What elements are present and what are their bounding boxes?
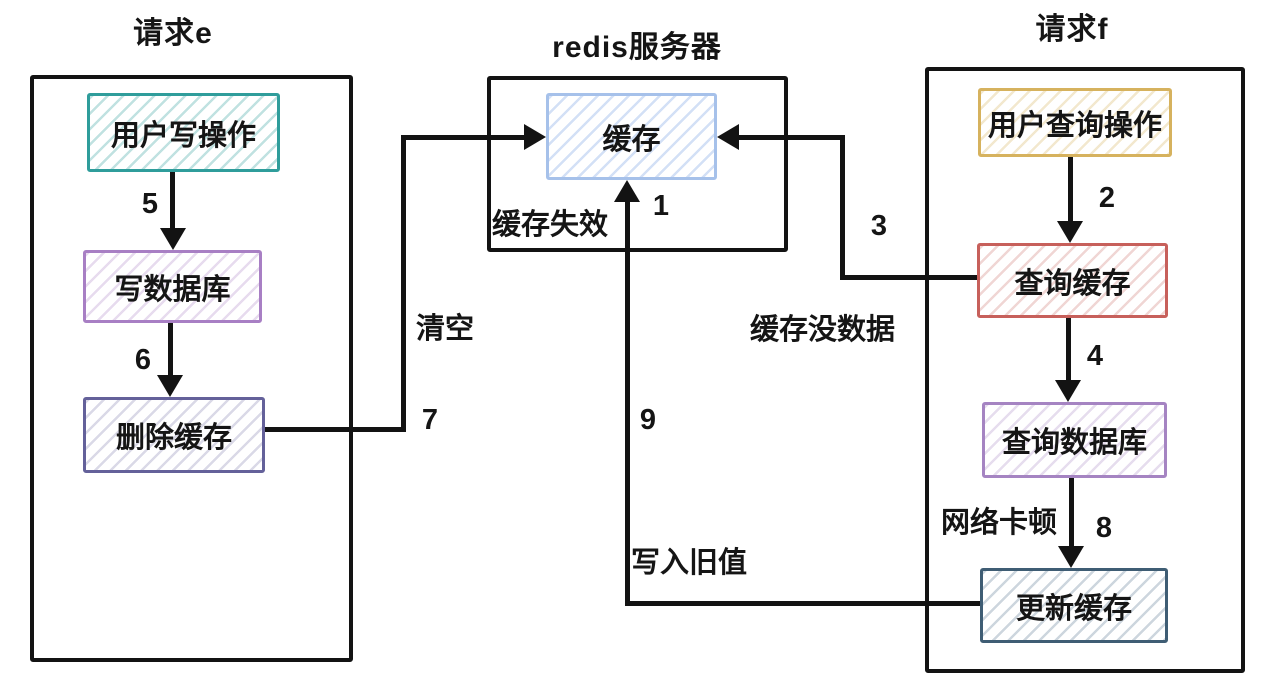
edge-number-6: 6 bbox=[134, 344, 152, 376]
update-cache-label: 更新缓存 bbox=[1015, 592, 1132, 625]
edge-2-arrowhead-icon bbox=[1057, 221, 1083, 243]
edge-9-arrowhead-icon bbox=[614, 180, 640, 202]
edge-6-shaft bbox=[168, 323, 173, 375]
edge-8-shaft bbox=[1069, 478, 1074, 546]
edge-3-top-segment bbox=[739, 135, 842, 140]
user-write-node: 用户写操作 bbox=[87, 93, 280, 172]
edge-3-arrowhead-icon bbox=[717, 124, 739, 150]
user-write-label: 用户写操作 bbox=[110, 119, 256, 152]
edge-7-vertical-segment bbox=[401, 135, 406, 432]
user-query-label: 用户查询操作 bbox=[987, 109, 1162, 142]
user-query-node: 用户查询操作 bbox=[978, 88, 1172, 157]
write-old-value-label: 写入旧值 bbox=[631, 547, 748, 579]
edge-number-8: 8 bbox=[1095, 512, 1113, 544]
delete-cache-label: 删除缓存 bbox=[115, 422, 232, 454]
query-cache-label: 查询缓存 bbox=[1014, 267, 1131, 300]
edge-number-3: 3 bbox=[870, 210, 888, 242]
edge-4-shaft bbox=[1066, 318, 1071, 380]
request-f-container bbox=[925, 67, 1245, 673]
edge-number-7: 7 bbox=[421, 404, 439, 436]
right-group-title: 请求f bbox=[1035, 13, 1109, 46]
edge-number-9: 9 bbox=[639, 404, 657, 436]
query-db-node: 查询数据库 bbox=[982, 402, 1167, 478]
query-db-label: 查询数据库 bbox=[1001, 427, 1147, 459]
request-e-container bbox=[30, 75, 353, 662]
edge-2-shaft bbox=[1068, 157, 1073, 223]
edge-6-arrowhead-icon bbox=[157, 375, 183, 397]
left-group-title: 请求e bbox=[133, 17, 213, 50]
write-db-label: 写数据库 bbox=[114, 273, 231, 306]
update-cache-node: 更新缓存 bbox=[980, 568, 1168, 643]
middle-group-title: redis服务器 bbox=[552, 31, 722, 64]
query-cache-node: 查询缓存 bbox=[977, 243, 1168, 318]
edge-7-arrowhead-icon bbox=[524, 124, 546, 150]
delete-cache-node: 删除缓存 bbox=[83, 397, 265, 473]
network-lag-label: 网络卡顿 bbox=[941, 507, 1058, 539]
edge-8-arrowhead-icon bbox=[1058, 546, 1084, 568]
edge-4-arrowhead-icon bbox=[1055, 380, 1081, 402]
edge-number-4: 4 bbox=[1086, 340, 1104, 372]
edge-7-top-segment bbox=[406, 135, 527, 140]
edge-number-1: 1 bbox=[652, 190, 670, 222]
edge-5-arrowhead-icon bbox=[160, 228, 186, 250]
edge-9-vertical-segment bbox=[625, 200, 630, 606]
cache-no-data-label: 缓存没数据 bbox=[750, 314, 896, 346]
write-db-node: 写数据库 bbox=[83, 250, 262, 323]
edge-5-shaft bbox=[170, 172, 175, 230]
clear-label: 清空 bbox=[416, 313, 475, 345]
edge-number-2: 2 bbox=[1098, 182, 1116, 214]
edge-3-vertical-segment bbox=[840, 135, 845, 280]
cache-node: 缓存 bbox=[546, 93, 717, 180]
edge-3-horizontal-segment bbox=[840, 275, 980, 280]
cache-invalid-label: 缓存失效 bbox=[492, 209, 609, 241]
cache-label: 缓存 bbox=[602, 123, 661, 156]
edge-number-5: 5 bbox=[141, 188, 159, 220]
edge-9-horizontal-segment bbox=[625, 601, 983, 606]
edge-7-horizontal-segment bbox=[265, 427, 406, 432]
